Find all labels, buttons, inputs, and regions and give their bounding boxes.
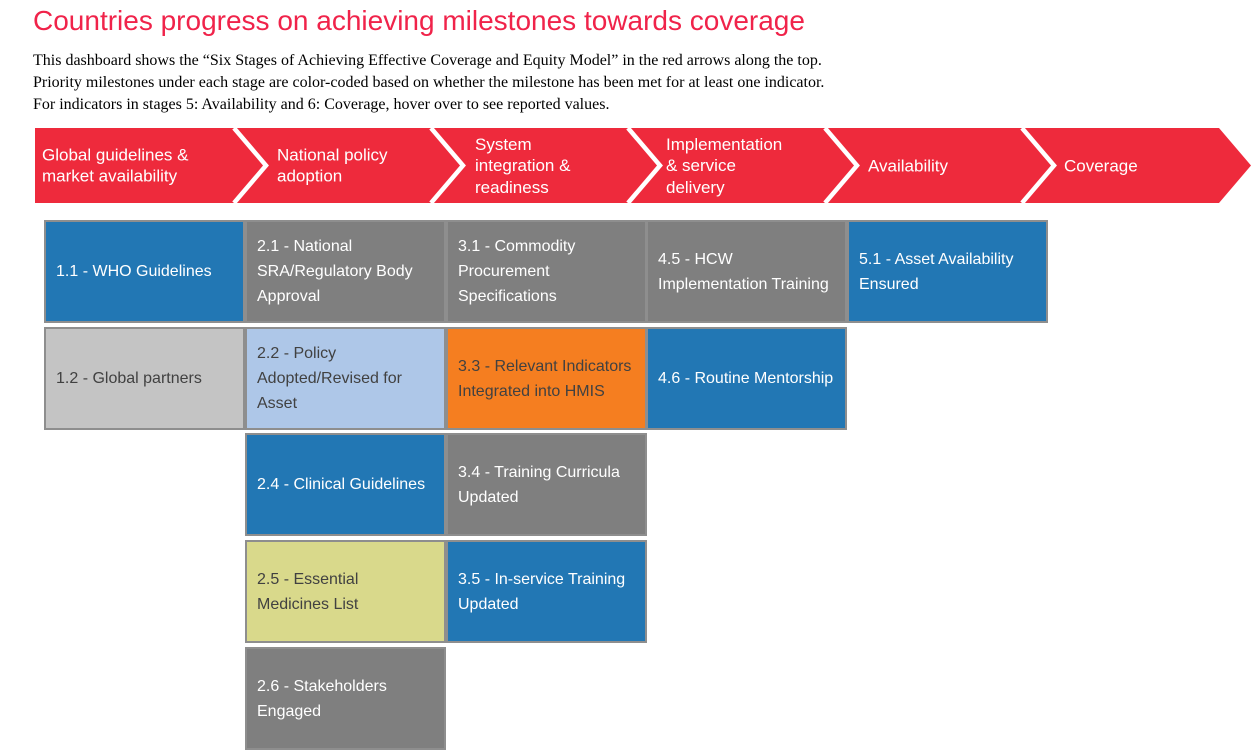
stage-label-implementation: Implementation & service delivery (666, 134, 783, 197)
page-title: Countries progress on achieving mileston… (33, 5, 805, 36)
description-line: Priority milestones under each stage are… (33, 74, 825, 91)
milestone-cell-2-4[interactable]: 2.4 - Clinical Guidelines (245, 433, 446, 536)
dashboard-description: This dashboard shows the “Six Stages of … (33, 50, 824, 116)
milestone-cell-3-1[interactable]: 3.1 - Commodity Procurement Specificatio… (446, 220, 647, 323)
milestone-cell-2-5[interactable]: 2.5 - Essential Medicines List (245, 540, 446, 643)
stage-divider-chevron (626, 128, 663, 203)
arrow-shape (35, 128, 1251, 203)
milestone-cell-5-1[interactable]: 5.1 - Asset Availability Ensured (847, 220, 1048, 323)
arrow-band-graphic (35, 128, 1251, 203)
milestone-cell-2-2[interactable]: 2.2 - Policy Adopted/Revised for Asset (245, 327, 446, 430)
milestone-cell-3-3[interactable]: 3.3 - Relevant Indicators Integrated int… (446, 327, 647, 430)
stage-label-system-integration: System integration & readiness (475, 134, 571, 197)
stage-divider-chevron (823, 128, 860, 203)
milestone-cell-3-5[interactable]: 3.5 - In-service Training Updated (446, 540, 647, 643)
milestone-cell-2-6[interactable]: 2.6 - Stakeholders Engaged (245, 647, 446, 750)
stage-divider-chevron (429, 128, 466, 203)
milestone-cell-1-1[interactable]: 1.1 - WHO Guidelines (44, 220, 245, 323)
milestone-cell-4-5[interactable]: 4.5 - HCW Implementation Training (646, 220, 847, 323)
stage-arrow-band: Global guidelines & market availability … (35, 128, 1255, 203)
description-line: This dashboard shows the “Six Stages of … (33, 52, 822, 69)
description-line: For indicators in stages 5: Availability… (33, 96, 610, 113)
stage-label-availability: Availability (868, 155, 949, 175)
milestone-cell-3-4[interactable]: 3.4 - Training Curricula Updated (446, 433, 647, 536)
stage-label-coverage: Coverage (1064, 155, 1138, 175)
milestone-cell-2-1[interactable]: 2.1 - National SRA/Regulatory Body Appro… (245, 220, 446, 323)
stage-label-national-policy: National policy adoption (277, 145, 388, 186)
stage-divider-chevron (1020, 128, 1057, 203)
stage-divider-chevron (232, 128, 269, 203)
stage-label-global-guidelines: Global guidelines & market availability (42, 145, 189, 186)
milestone-cell-4-6[interactable]: 4.6 - Routine Mentorship (646, 327, 847, 430)
milestone-cell-1-2[interactable]: 1.2 - Global partners (44, 327, 245, 430)
